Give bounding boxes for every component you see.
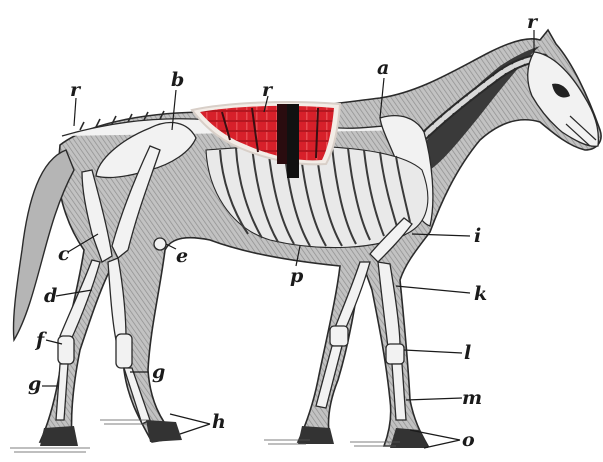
label-b: b <box>171 69 184 91</box>
patella <box>154 238 166 250</box>
label-p: p <box>290 265 304 287</box>
label-a: a <box>377 57 389 79</box>
label-k: k <box>474 283 487 305</box>
label-d: d <box>44 285 57 307</box>
knee <box>386 344 404 364</box>
rear-hock <box>58 336 74 364</box>
label-g-right: g <box>152 361 165 383</box>
label-c: c <box>58 243 70 265</box>
saddle-stripe <box>277 104 287 164</box>
label-i: i <box>474 225 481 247</box>
knee-rear <box>330 326 348 346</box>
label-f: f <box>34 329 47 351</box>
label-l: l <box>464 342 471 364</box>
label-r-head: r <box>527 11 539 33</box>
hoof <box>146 420 182 442</box>
label-r-back: r <box>262 79 274 101</box>
hoof <box>40 426 78 446</box>
hoof <box>390 428 428 448</box>
hock <box>116 334 132 368</box>
label-o: o <box>462 429 475 451</box>
label-h: h <box>212 411 226 433</box>
hooves <box>40 420 428 448</box>
label-e: e <box>176 245 188 267</box>
label-m: m <box>462 387 482 409</box>
girth-strap <box>287 104 299 178</box>
label-r-tail: r <box>70 79 82 101</box>
label-g-left: g <box>28 373 41 395</box>
hoof <box>298 426 334 444</box>
